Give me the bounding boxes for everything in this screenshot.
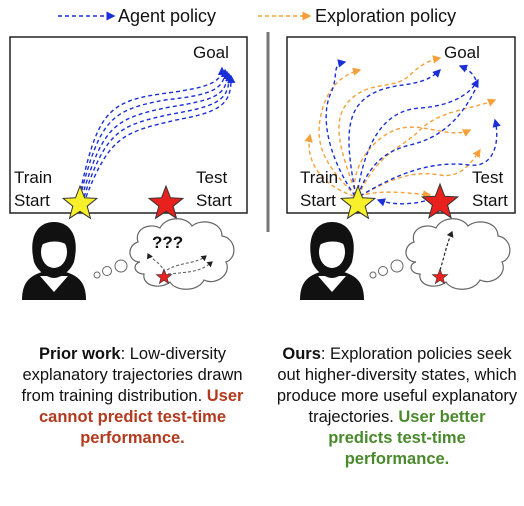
left-thought-question-marks: ??? (152, 233, 183, 252)
right-test-label-2: Start (472, 191, 508, 210)
exploration-trajectory (357, 98, 497, 197)
exploration-legend-label: Exploration policy (315, 6, 456, 26)
left-test-label-2: Start (196, 191, 232, 210)
left-test-star (147, 184, 185, 220)
left-panel: Goal Train Start Test Start ??? (9, 36, 248, 300)
right-train-star (339, 184, 377, 220)
agent-trajectory (356, 78, 479, 197)
left-caption-text: : Low-diversity explanatory trajectories… (21, 345, 243, 405)
agent-legend-label: Agent policy (118, 6, 216, 26)
left-train-label-1: Train (14, 168, 52, 187)
agent-trajectory (79, 68, 230, 198)
exploration-trajectory (338, 55, 442, 197)
right-train-label-2: Start (300, 191, 336, 210)
right-exploration-trajectories (304, 55, 497, 199)
right-thought-dot-large (390, 259, 404, 273)
left-thought-dot-small (93, 271, 101, 279)
agent-trajectory (357, 64, 477, 197)
left-thought-dot-large (114, 259, 128, 273)
right-test-star (420, 182, 460, 219)
exploration-trajectory (359, 148, 481, 197)
exploration-trajectory (358, 190, 432, 199)
left-thought-red-star (155, 268, 173, 285)
left-thought-dot-medium (102, 266, 112, 276)
left-caption-highlight: User cannot predict test-time performanc… (38, 387, 244, 447)
agent-trajectory (325, 59, 356, 197)
right-thought-dot-medium (378, 266, 388, 276)
agent-trajectory (85, 74, 236, 198)
right-goal-label: Goal (444, 43, 480, 62)
exploration-trajectory (353, 126, 472, 197)
left-train-star (61, 184, 99, 220)
right-caption: Ours: Exploration policies seek out high… (276, 344, 518, 470)
left-goal-label: Goal (193, 43, 229, 62)
right-thought-red-star (431, 268, 449, 285)
right-caption-bold: Ours (282, 345, 321, 363)
right-panel: Goal Train Start Test Start (286, 36, 516, 300)
agent-trajectory (348, 69, 441, 197)
right-thought-dot-small (369, 271, 377, 279)
right-caption-highlight: User better predicts test-time performan… (328, 408, 486, 468)
legend: Agent policy Exploration policy (58, 6, 456, 26)
right-thought-cloud (405, 218, 511, 290)
left-agent-trajectories (78, 66, 236, 198)
right-test-label-1: Test (472, 168, 503, 187)
right-caption-text: : Exploration policies seek out higher-d… (276, 345, 518, 426)
exploration-trajectory (318, 67, 362, 197)
right-environment-box (286, 36, 516, 214)
left-user-avatar (22, 222, 86, 300)
left-test-label-1: Test (196, 168, 227, 187)
agent-trajectory (78, 66, 227, 198)
left-caption-bold: Prior work (38, 345, 121, 363)
exploration-trajectory (304, 133, 355, 197)
left-train-label-2: Start (14, 191, 50, 210)
left-caption: Prior work: Low-diversity explanatory tr… (10, 344, 255, 449)
left-thought-cloud (129, 218, 235, 290)
agent-trajectory (81, 70, 232, 198)
left-environment-box (9, 36, 248, 214)
right-user-avatar (300, 222, 364, 300)
right-agent-trajectories (325, 59, 501, 207)
agent-trajectory (359, 118, 501, 197)
agent-trajectory (376, 195, 439, 207)
right-thought-prediction (439, 230, 454, 271)
right-train-label-1: Train (300, 168, 338, 187)
